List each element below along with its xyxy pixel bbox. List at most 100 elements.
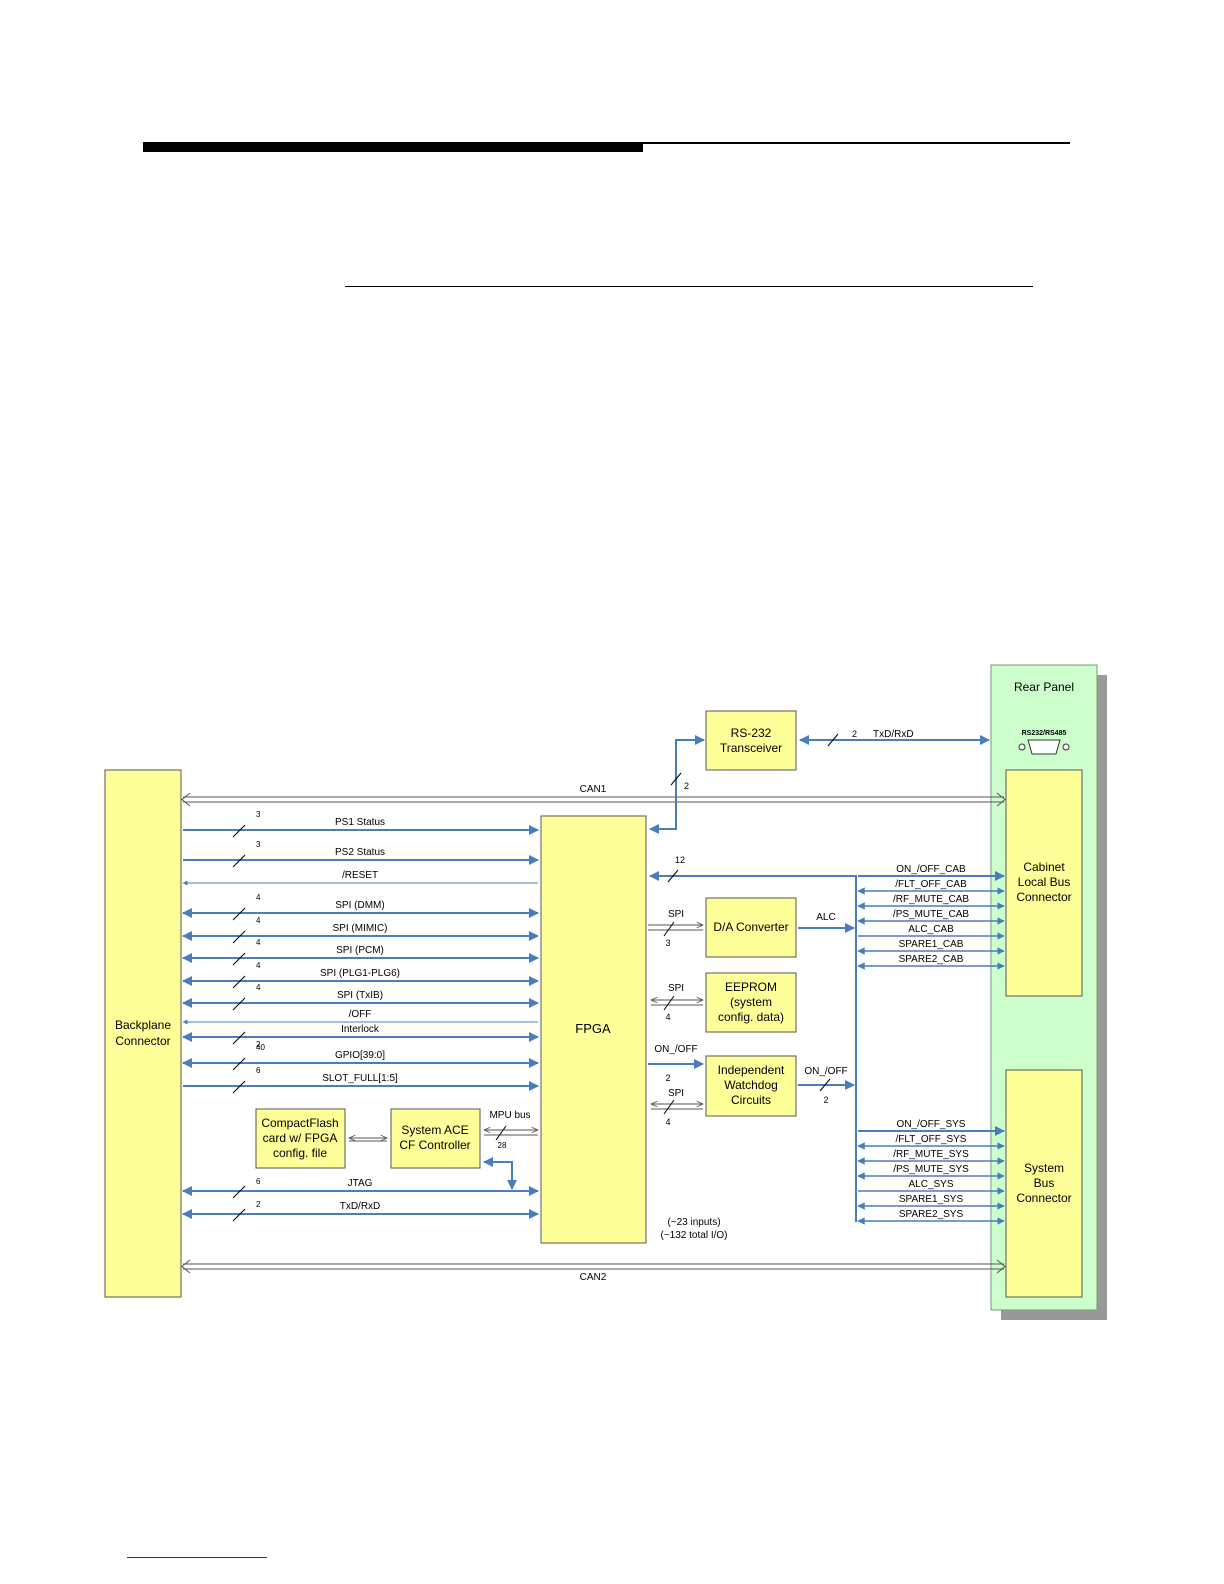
cabinet-label-2: Local Bus bbox=[1018, 875, 1071, 889]
spi-wd-slash bbox=[663, 1099, 675, 1115]
watchdog-label-1: Independent bbox=[718, 1063, 785, 1077]
bus-width-count: 3 bbox=[256, 810, 261, 819]
connector-signal-label: SPARE1_SYS bbox=[899, 1194, 964, 1205]
connector-signal-label: /PS_MUTE_SYS bbox=[893, 1164, 969, 1175]
signal-label: /OFF bbox=[349, 1009, 372, 1020]
bus-width-count: 3 bbox=[256, 840, 261, 849]
signal-label: SPI (PCM) bbox=[336, 945, 384, 956]
fpga-io-bus bbox=[649, 871, 857, 1222]
compactflash-label-2: card w/ FPGA bbox=[263, 1131, 338, 1145]
bus-width-count: 4 bbox=[256, 938, 261, 947]
backplane-connector-block bbox=[104, 769, 182, 1298]
can2-bus bbox=[181, 1259, 1006, 1274]
eeprom-label-1: EEPROM bbox=[725, 980, 777, 994]
spi-da-slash bbox=[663, 921, 675, 937]
spi-wd-count: 4 bbox=[665, 1117, 670, 1127]
bus-width-slash bbox=[232, 1057, 246, 1071]
system-ace-label-2: CF Controller bbox=[399, 1138, 470, 1152]
bus-width-slash bbox=[232, 952, 246, 966]
bus-width-slash bbox=[232, 930, 246, 944]
system-ace-block bbox=[390, 1108, 481, 1169]
bus-width-count: 6 bbox=[256, 1066, 261, 1075]
ace-jtag-line bbox=[483, 1157, 517, 1190]
footer-link-rule bbox=[127, 1557, 267, 1558]
bus-width-count: 4 bbox=[256, 916, 261, 925]
rear-panel-label: Rear Panel bbox=[1014, 680, 1074, 694]
rs232-transceiver-label-2: Transceiver bbox=[720, 741, 782, 755]
da-converter-block bbox=[705, 897, 797, 958]
signal-label: SPI (MIMIC) bbox=[333, 923, 388, 934]
fpga-block bbox=[540, 815, 647, 1244]
transceiver-fpga-line bbox=[649, 735, 705, 834]
compactflash-block bbox=[255, 1108, 346, 1169]
connector-signals: ON_/OFF_CAB/FLT_OFF_CAB/RF_MUTE_CAB/PS_M… bbox=[857, 864, 1005, 1225]
section-rule bbox=[345, 286, 1033, 287]
mpu-bus-label: MPU bus bbox=[489, 1110, 530, 1121]
bus-width-count: 40 bbox=[256, 1043, 265, 1052]
mpu-bus-slash bbox=[495, 1125, 507, 1141]
cabinet-label-3: Connector bbox=[1016, 890, 1071, 904]
signal-label: SPI (PLG1-PLG6) bbox=[320, 968, 400, 979]
bus-width-count: 4 bbox=[256, 983, 261, 992]
signal-label: TxD/RxD bbox=[340, 1201, 381, 1212]
on-off-out-label: ON_/OFF bbox=[804, 1066, 847, 1077]
connector-signal-label: SPARE2_SYS bbox=[899, 1209, 964, 1220]
fpga-io-bus-slash bbox=[667, 869, 679, 883]
backplane-label-1: Backplane bbox=[115, 1018, 171, 1032]
header-rule-thin bbox=[643, 142, 1070, 144]
on-off-wd-label: ON_/OFF bbox=[654, 1044, 697, 1055]
spi-da-count: 3 bbox=[665, 938, 670, 948]
spi-eeprom-slash bbox=[663, 995, 675, 1011]
bus-width-slash bbox=[232, 997, 246, 1011]
bus-width-slash bbox=[232, 1031, 246, 1045]
signal-label: SPI (DMM) bbox=[335, 900, 384, 911]
bus-width-count: 6 bbox=[256, 1177, 261, 1186]
backplane-label-2: Connector bbox=[115, 1034, 170, 1048]
bus-width-slash bbox=[232, 1185, 246, 1199]
bus-width-slash bbox=[232, 975, 246, 989]
can1-bus bbox=[181, 792, 1006, 807]
system-ace-label-1: System ACE bbox=[401, 1123, 468, 1137]
watchdog-block bbox=[705, 1055, 797, 1117]
cabinet-connector-block bbox=[1005, 769, 1083, 997]
io-summary-2: (~132 total I/O) bbox=[661, 1230, 728, 1241]
watchdog-label-3: Circuits bbox=[731, 1093, 771, 1107]
txrxd-rear-label: TxD/RxD bbox=[873, 729, 914, 740]
connector-signal-label: ON_/OFF_CAB bbox=[896, 864, 966, 875]
compactflash-label-3: config. file bbox=[273, 1146, 327, 1160]
bus-width-count: 2 bbox=[256, 1040, 261, 1049]
on-off-out-count: 2 bbox=[823, 1095, 828, 1105]
system-label-1: System bbox=[1024, 1161, 1064, 1175]
compactflash-label-1: CompactFlash bbox=[261, 1116, 338, 1130]
bus-width-slash bbox=[232, 824, 246, 838]
connector-signal-label: ON_/OFF_SYS bbox=[897, 1119, 966, 1130]
signal-label: SPI (TxIB) bbox=[337, 990, 383, 1001]
can1-label: CAN1 bbox=[580, 784, 607, 795]
signal-label: PS1 Status bbox=[335, 817, 385, 828]
bus-width-count: 2 bbox=[256, 1200, 261, 1209]
io-summary-1: (~23 inputs) bbox=[667, 1217, 720, 1228]
fpga-io-bus-count: 12 bbox=[675, 855, 685, 865]
signal-label: JTAG bbox=[348, 1178, 373, 1189]
signal-label: Interlock bbox=[341, 1024, 380, 1035]
transceiver-fpga-slash bbox=[670, 772, 682, 786]
system-label-2: Bus bbox=[1034, 1176, 1055, 1190]
signal-label: GPIO[39:0] bbox=[335, 1050, 385, 1061]
spi-da-label: SPI bbox=[668, 909, 684, 920]
can2-label: CAN2 bbox=[580, 1272, 607, 1283]
cabinet-label-1: Cabinet bbox=[1023, 860, 1065, 874]
signal-label: /RESET bbox=[342, 870, 378, 881]
connector-signal-label: ALC_SYS bbox=[908, 1179, 953, 1190]
txrxd-rear-count: 2 bbox=[852, 729, 857, 739]
on-off-out-slash bbox=[819, 1078, 831, 1092]
connector-signal-label: ALC_CAB bbox=[908, 924, 954, 935]
connector-signal-label: /RF_MUTE_CAB bbox=[893, 894, 969, 905]
system-connector-block bbox=[1005, 1069, 1083, 1298]
bus-width-slash bbox=[232, 1208, 246, 1222]
spi-eeprom-label: SPI bbox=[668, 983, 684, 994]
db9-connector-icon bbox=[1018, 739, 1070, 755]
bus-width-slash bbox=[232, 907, 246, 921]
connector-signal-label: /RF_MUTE_SYS bbox=[893, 1149, 969, 1160]
connector-signal-label: SPARE2_CAB bbox=[899, 954, 964, 965]
